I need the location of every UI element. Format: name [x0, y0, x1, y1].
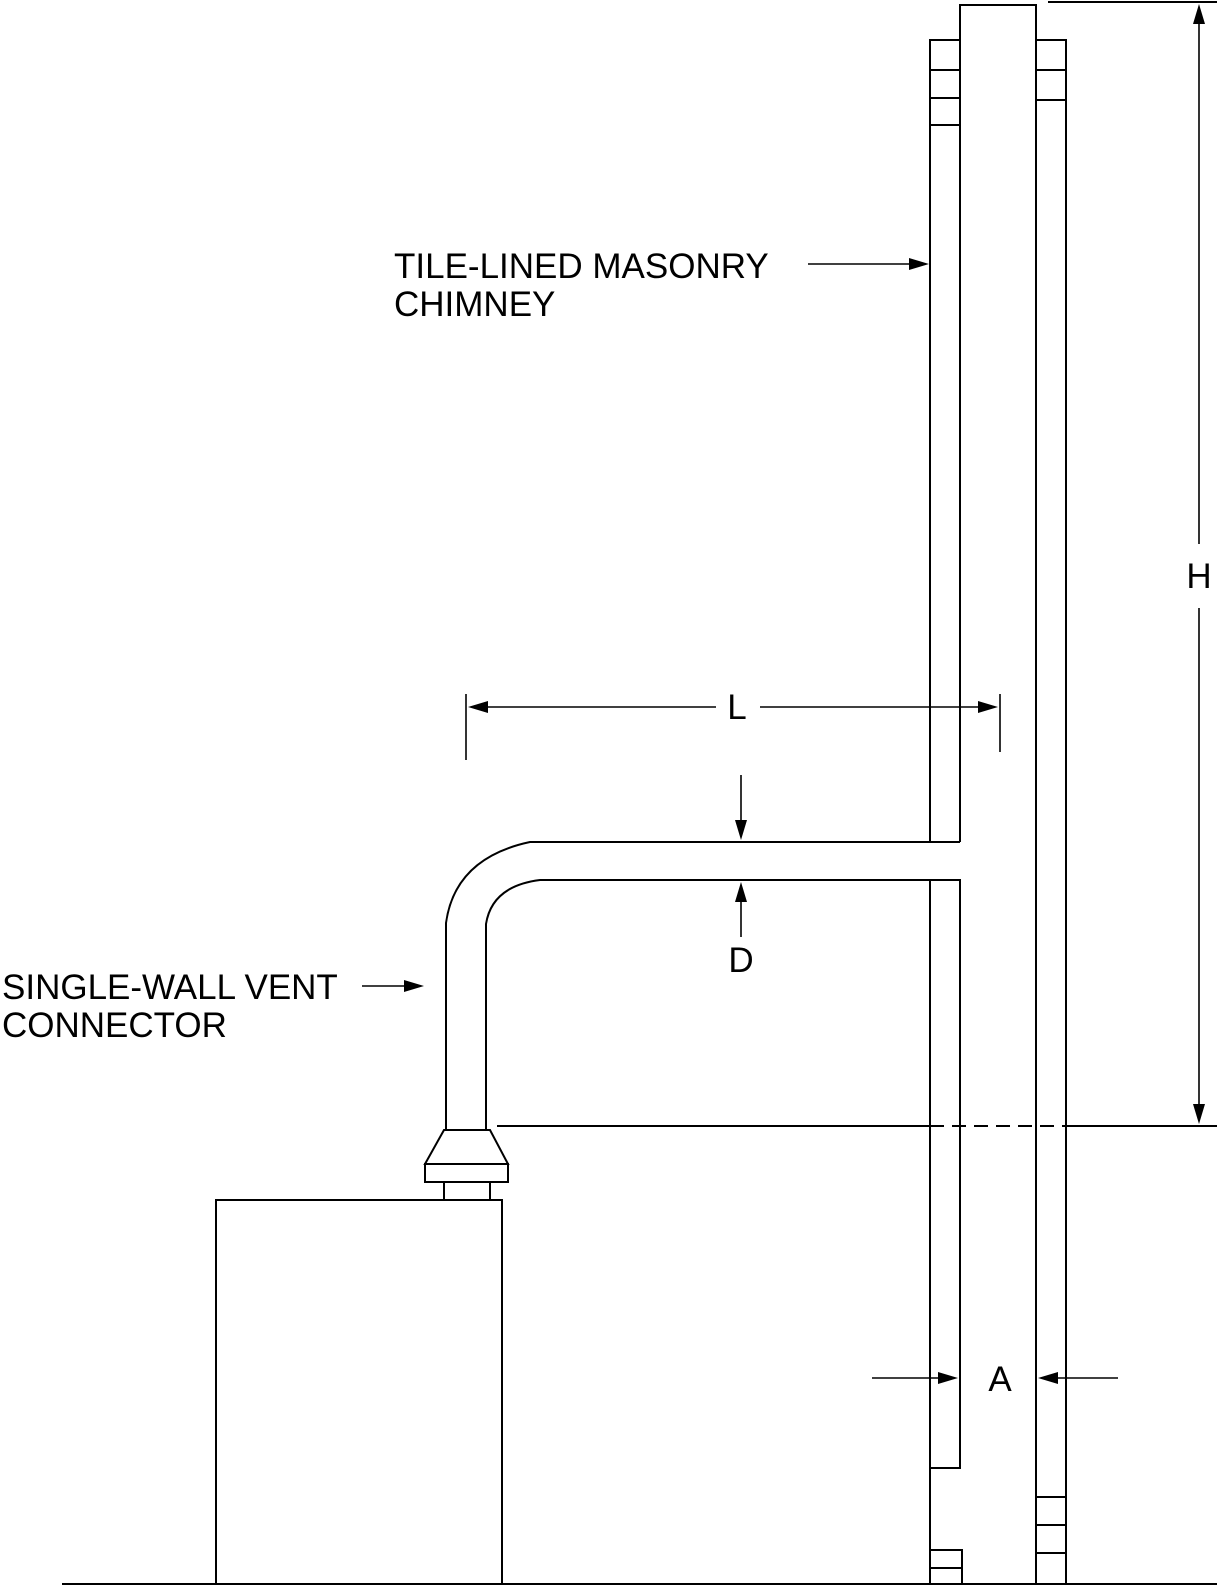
chimney-label-line2: CHIMNEY: [394, 285, 555, 324]
appliance: [215, 1129, 510, 1585]
vent-connector: [445, 841, 930, 1130]
draft-hood: [423, 1129, 510, 1165]
dim-a-label: A: [988, 1360, 1012, 1399]
dim-l-arrow-right: [978, 701, 998, 713]
vent-connector-outer: [445, 841, 930, 1130]
dim-l-arrow-left: [468, 701, 488, 713]
dimension-l: L: [465, 688, 1001, 760]
dim-a-arrow-left: [1038, 1372, 1058, 1384]
dimension-a: A: [872, 1360, 1118, 1399]
chimney-label-line1: TILE-LINED MASONRY: [394, 247, 769, 286]
dim-d-arrow-up: [735, 882, 747, 902]
connector-leader-arrow: [404, 980, 424, 992]
dim-h-label: H: [1186, 557, 1211, 596]
dim-d-label: D: [728, 941, 753, 980]
connector-callout: SINGLE-WALL VENT CONNECTOR: [2, 968, 424, 1045]
dim-h-arrow-down: [1193, 1104, 1205, 1124]
connector-label-line2: CONNECTOR: [2, 1006, 227, 1045]
chimney-callout: TILE-LINED MASONRY CHIMNEY: [394, 247, 929, 324]
connector-label-line1: SINGLE-WALL VENT: [2, 968, 338, 1007]
dimension-h: H: [1048, 1, 1217, 1124]
flue-liner-top: [959, 4, 1037, 1497]
chimney-left-wall-lower: [930, 879, 961, 1469]
dim-a-arrow-right: [938, 1372, 958, 1384]
appliance-collar: [443, 1181, 491, 1201]
masonry-chimney: [929, 4, 1067, 1584]
dim-h-arrow-up: [1193, 4, 1205, 24]
chimney-right-wall: [1036, 39, 1067, 1584]
draft-hood-rim: [424, 1163, 509, 1183]
chimney-leader-arrow: [909, 258, 929, 270]
appliance-body: [215, 1199, 503, 1585]
dim-l-label: L: [727, 688, 746, 727]
cleanout-block: [930, 1549, 963, 1584]
dimension-d: D: [728, 775, 754, 980]
dim-d-arrow-down: [735, 820, 747, 840]
vent-connector-inner: [485, 879, 930, 1130]
chimney-left-wall-upper: [929, 39, 960, 843]
